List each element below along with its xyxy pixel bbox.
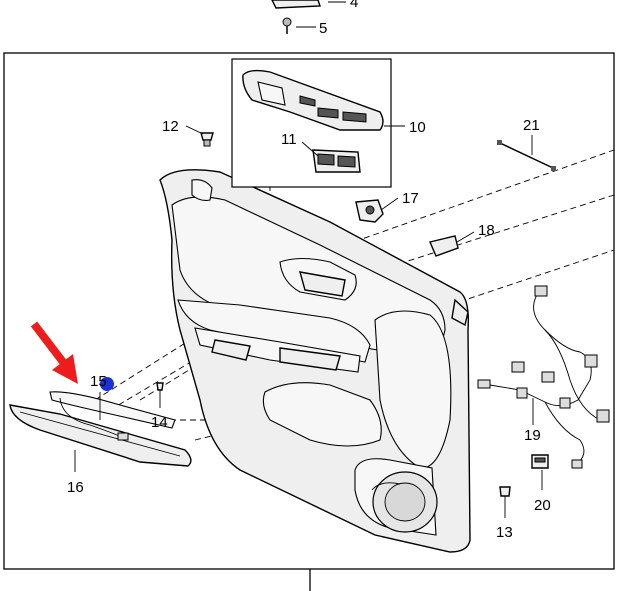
part-16-trim-strip: [9, 404, 192, 467]
part-13-fastener: [499, 486, 511, 497]
leader-lines: [74, 1, 543, 518]
marker-dot: [100, 377, 114, 391]
callout-10: 10: [409, 119, 426, 136]
part-11-switch-block: [312, 149, 361, 173]
part-15-light-strip: [49, 391, 176, 441]
callout-19: 19: [524, 427, 541, 444]
callout-4: 4: [350, 0, 358, 11]
part-17-switch: [355, 199, 384, 223]
part-4-clip: [271, 0, 321, 9]
callout-16: 16: [67, 479, 84, 496]
part-20-connector: [531, 454, 549, 469]
callout-18: 18: [478, 222, 495, 239]
part-18-connector: [429, 235, 459, 257]
part-21-rod: [497, 140, 556, 171]
callout-5: 5: [319, 20, 327, 37]
callout-11: 11: [281, 131, 297, 148]
part-14-fastener: [156, 382, 164, 391]
callout-21: 21: [523, 117, 540, 134]
callout-13: 13: [496, 524, 513, 541]
part-19-wiring-harness: [477, 285, 610, 469]
callout-20: 20: [534, 497, 551, 514]
callout-12: 12: [162, 118, 179, 135]
part-12-clip: [200, 132, 214, 147]
highlight-arrow-icon: [30, 321, 78, 384]
callout-15: 15: [90, 373, 107, 390]
diagram-frame: [3, 52, 615, 570]
callout-14: 14: [151, 414, 168, 431]
callout-17: 17: [402, 190, 419, 207]
part-5-screw: [282, 17, 292, 34]
door-trim-panel: [159, 169, 471, 553]
switch-detail-box: [231, 58, 392, 188]
